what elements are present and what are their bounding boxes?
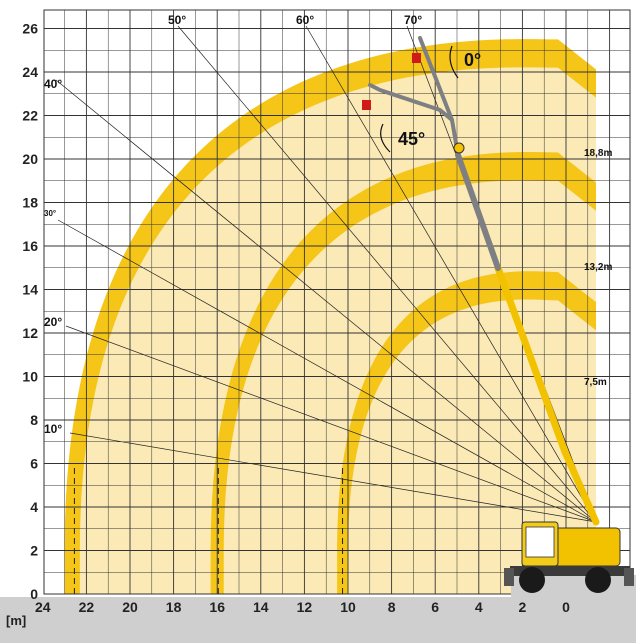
boom-length-label-0: 18,8m (584, 148, 612, 159)
angle-label-40: 40° (44, 77, 62, 91)
y-tick-label: 20 (22, 151, 38, 167)
jib-45-degree (368, 83, 454, 122)
wheel-rear (585, 567, 611, 593)
x-tick-label: 6 (431, 599, 439, 615)
boom-middle-section (455, 152, 501, 271)
angle-label-30: 30° (44, 209, 56, 218)
y-tick-label: 14 (22, 282, 38, 298)
hook-block-45 (362, 100, 371, 110)
angle-label-20: 20° (44, 315, 62, 329)
hook-block-0 (412, 53, 421, 63)
undercarriage (510, 566, 630, 576)
angle-label-50: 50° (168, 13, 186, 27)
y-tick-label: 26 (22, 21, 38, 37)
material-handler-machine (0, 521, 636, 643)
y-tick-label: 22 (22, 108, 38, 124)
jib-0-arc (449, 45, 459, 79)
x-tick-label: 12 (297, 599, 313, 615)
cab-window (525, 526, 555, 558)
jib-angle-label-0: 0° (464, 50, 481, 70)
wheel-front (519, 567, 545, 593)
boom-length-label-1: 13,2m (584, 262, 612, 273)
x-tick-label: 14 (253, 599, 269, 615)
y-tick-label: 10 (22, 369, 38, 385)
x-tick-label: 2 (519, 599, 527, 615)
x-tick-label: 20 (122, 599, 138, 615)
x-tick-label: 10 (340, 599, 356, 615)
x-tick-label: 8 (388, 599, 396, 615)
angle-line-10 (69, 432, 597, 523)
y-tick-label: 16 (22, 238, 38, 254)
angle-label-10: 10° (44, 422, 62, 436)
y-tick-label: 24 (22, 64, 38, 80)
dashed-boundaries (73, 463, 344, 594)
x-tick-label: 4 (475, 599, 483, 615)
angle-line-60 (305, 25, 597, 523)
x-tick-label: 16 (209, 599, 225, 615)
x-tick-label: 22 (79, 599, 95, 615)
y-tick-label: 8 (30, 412, 38, 428)
x-tick-label: 18 (166, 599, 182, 615)
boom-length-label-2: 7,5m (584, 377, 607, 388)
unit-label: [m] (6, 613, 26, 628)
x-tick-label: 24 (35, 599, 51, 615)
angle-line-40 (55, 79, 597, 523)
jib-joint (453, 142, 465, 154)
y-tick-label: 0 (30, 586, 38, 602)
angle-line-50 (177, 25, 597, 523)
angle-label-70: 70° (404, 13, 422, 27)
y-tick-label: 2 (30, 543, 38, 559)
x-tick-label: 0 (562, 599, 570, 615)
y-tick-label: 6 (30, 456, 38, 472)
y-tick-label: 4 (30, 499, 38, 515)
jib-45-arc (380, 123, 391, 153)
boom-base-section (494, 264, 600, 526)
outrigger-left (504, 568, 514, 586)
crane-boom (362, 36, 600, 526)
ground-band (0, 597, 636, 643)
angle-line-20 (65, 325, 597, 523)
y-tick-label: 12 (22, 325, 38, 341)
jib-angle-label-1: 45° (398, 129, 425, 149)
y-tick-label: 18 (22, 195, 38, 211)
outrigger-right (624, 568, 634, 586)
angle-label-60: 60° (296, 13, 314, 27)
grid-frame (43, 9, 631, 595)
angle-line-30 (57, 219, 597, 523)
